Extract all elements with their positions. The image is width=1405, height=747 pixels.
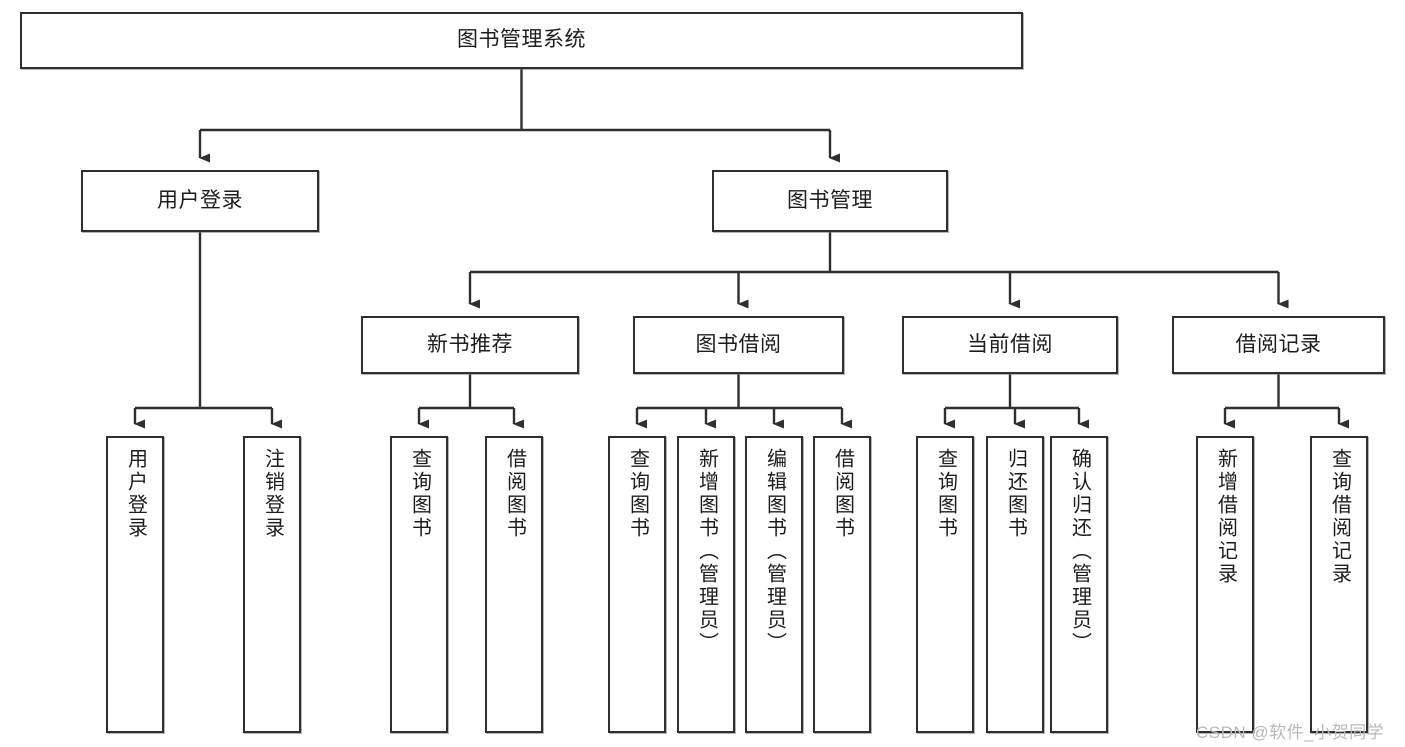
node-query-book-2[interactable]: 查询图书 [608, 436, 666, 733]
node-add-book-admin-label: 新增图书（管理员） [695, 448, 718, 655]
node-confirm-return-admin-label: 确认归还（管理员） [1068, 448, 1091, 655]
node-borrow-book-2[interactable]: 借阅图书 [813, 436, 871, 733]
node-add-borrow-record-label: 新增借阅记录 [1214, 448, 1237, 586]
node-borrow-book-1[interactable]: 借阅图书 [485, 436, 543, 733]
node-query-book-3[interactable]: 查询图书 [916, 436, 974, 733]
node-query-book-1-label: 查询图书 [408, 448, 431, 540]
node-query-book-2-label: 查询图书 [626, 448, 649, 540]
node-query-book-1[interactable]: 查询图书 [390, 436, 448, 733]
node-borrow-book-1-label: 借阅图书 [503, 448, 526, 540]
node-book-management[interactable]: 图书管理 [712, 170, 948, 232]
node-add-book-admin[interactable]: 新增图书（管理员） [677, 436, 735, 733]
node-new-book-recommend[interactable]: 新书推荐 [361, 316, 579, 374]
node-borrow-record[interactable]: 借阅记录 [1172, 316, 1385, 374]
node-logout-login[interactable]: 注销登录 [243, 436, 301, 733]
node-query-borrow-record-label: 查询借阅记录 [1328, 448, 1351, 586]
node-book-borrow-label: 图书借阅 [695, 332, 782, 356]
node-root[interactable]: 图书管理系统 [20, 12, 1023, 69]
node-current-borrow-label: 当前借阅 [967, 332, 1053, 356]
node-borrow-record-label: 借阅记录 [1235, 332, 1322, 356]
node-query-book-3-label: 查询图书 [934, 448, 957, 540]
node-root-label: 图书管理系统 [457, 28, 586, 52]
node-return-book[interactable]: 归还图书 [986, 436, 1044, 733]
node-query-borrow-record[interactable]: 查询借阅记录 [1310, 436, 1368, 733]
node-edit-book-admin-label: 编辑图书（管理员） [763, 448, 786, 655]
node-edit-book-admin[interactable]: 编辑图书（管理员） [745, 436, 803, 733]
node-user-login-label: 用户登录 [157, 188, 243, 212]
node-user-login[interactable]: 用户登录 [81, 170, 319, 232]
node-book-borrow[interactable]: 图书借阅 [633, 316, 844, 374]
node-book-management-label: 图书管理 [787, 188, 873, 212]
node-return-book-label: 归还图书 [1004, 448, 1027, 540]
node-user-login[interactable]: 用户登录 [106, 436, 164, 733]
node-current-borrow[interactable]: 当前借阅 [902, 316, 1118, 374]
node-borrow-book-2-label: 借阅图书 [831, 448, 854, 540]
node-new-book-recommend-label: 新书推荐 [427, 332, 513, 356]
node-confirm-return-admin[interactable]: 确认归还（管理员） [1050, 436, 1108, 733]
node-logout-login-label: 注销登录 [261, 448, 284, 540]
node-user-login-label: 用户登录 [124, 448, 147, 540]
csdn-watermark: CSDN @软件_小贺同学 [1196, 723, 1385, 742]
node-add-borrow-record[interactable]: 新增借阅记录 [1196, 436, 1254, 733]
